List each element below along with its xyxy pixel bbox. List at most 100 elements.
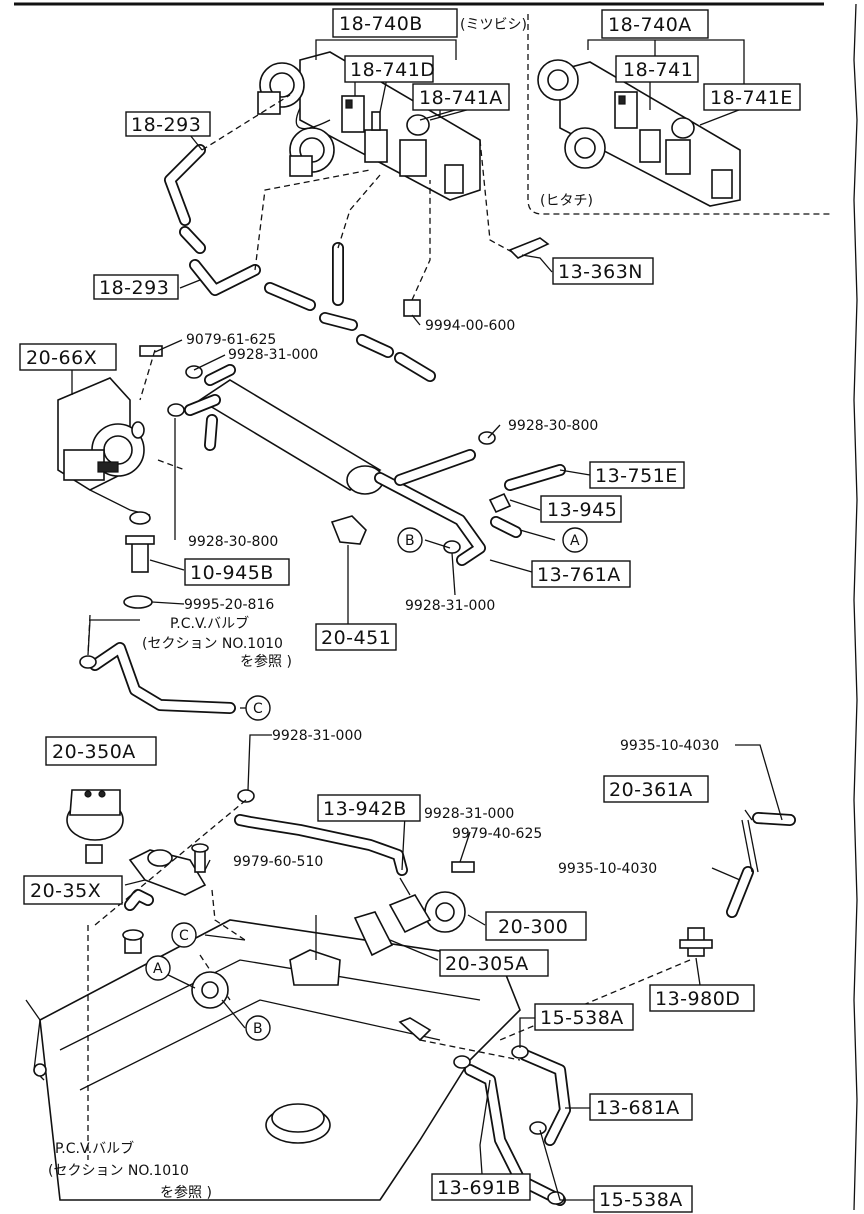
label-text: 13-751E (595, 465, 678, 487)
label-10-945b: 10-945B (184, 558, 290, 586)
label-18-741a: 18-741A (412, 83, 510, 111)
label-15-538a-top: 15-538A (534, 1003, 634, 1031)
label-text: 13-980D (655, 988, 740, 1010)
callout-c-lower: C (171, 922, 197, 948)
note-line: (セクション NO.1010 (48, 1163, 189, 1179)
label-text: 13-691B (437, 1177, 521, 1199)
label-text: 18-741A (419, 87, 503, 109)
pcv-note-upper: P.C.V.バルブ (セクション NO.1010 を参照 ) (142, 615, 292, 670)
label-text: 20-361A (609, 779, 693, 801)
label-20-305a: 20-305A (439, 949, 549, 977)
label-text: 18-293 (131, 114, 201, 136)
note-line: (セクション NO.1010 (142, 636, 283, 652)
callout-b-lower: B (245, 1015, 271, 1041)
hitachi-note: (ヒタチ) (540, 193, 593, 209)
label-20-451: 20-451 (315, 623, 397, 651)
label-text: 20-66X (26, 347, 97, 369)
callout-a-lower: A (145, 955, 171, 981)
leader-lines (71, 12, 783, 1201)
bottom-hoses (87, 789, 796, 1206)
label-9928-31-000-b: 9928-31-000 (405, 598, 495, 614)
engine-head (25, 915, 521, 1201)
label-text: 20-451 (321, 627, 391, 649)
label-text: 13-761A (537, 564, 621, 586)
label-20-361a: 20-361A (603, 775, 709, 803)
label-text: 20-35X (30, 880, 101, 902)
note-line: を参照 ) (240, 653, 292, 670)
label-text: 18-741E (710, 87, 793, 109)
label-18-740b: 18-740B (ミツビシ) (332, 8, 527, 38)
label-text: 20-305A (445, 953, 529, 975)
label-18-293-lower: 18-293 (93, 274, 179, 300)
note-line: を参照 ) (160, 1184, 212, 1201)
label-18-740a: 18-740A (601, 9, 709, 39)
callout-letter: B (405, 533, 415, 549)
label-18-293-top: 18-293 (125, 111, 211, 137)
label-9935-10-4030-b: 9935-10-4030 (558, 861, 657, 877)
pcv-note-lower: P.C.V.バルブ (セクション NO.1010 を参照 ) (48, 1140, 212, 1201)
label-9079-61-625: 9079-61-625 (186, 332, 276, 348)
label-13-363n: 13-363N (552, 257, 654, 285)
callout-letter: A (153, 961, 163, 977)
label-20-66x: 20-66X (19, 343, 117, 371)
label-9935-10-4030-a: 9935-10-4030 (620, 738, 719, 754)
label-text: 18-740B (339, 13, 423, 35)
label-text: 20-300 (498, 916, 568, 938)
label-18-741e: 18-741E (703, 83, 801, 111)
callout-c-upper: C (245, 695, 271, 721)
label-text: 20-350A (52, 741, 136, 763)
label-15-538a-bottom: 15-538A (593, 1185, 693, 1213)
note-line: P.C.V.バルブ (55, 1140, 134, 1157)
callout-a-upper: A (562, 527, 588, 553)
label-9928-31-000-a: 9928-31-000 (228, 347, 318, 363)
label-18-741d: 18-741D (344, 55, 435, 83)
label-9928-31-000-d: 9928-31-000 (424, 806, 514, 822)
idle-up-valve-20-300 (353, 861, 475, 957)
label-text: 18-741D (350, 59, 435, 81)
label-20-35x: 20-35X (23, 875, 123, 905)
label-9928-31-000-c: 9928-31-000 (272, 728, 362, 744)
label-20-350a: 20-350A (45, 736, 157, 766)
label-text: 13-681A (596, 1097, 680, 1119)
note-line: P.C.V.バルブ (170, 615, 249, 632)
label-9928-30-800-b: 9928-30-800 (188, 534, 278, 550)
label-text: 15-538A (540, 1007, 624, 1029)
hitachi-solenoid-assembly (527, 14, 830, 215)
callout-letter: C (179, 928, 189, 944)
label-text: 13-363N (558, 261, 643, 283)
air-pipe-assembly (167, 364, 566, 566)
label-9995-20-816: 9995-20-816 (184, 597, 274, 613)
label-20-300: 20-300 (485, 911, 587, 941)
label-13-751e: 13-751E (589, 461, 685, 489)
mitsubishi-solenoid-assembly (257, 39, 481, 201)
label-13-681a: 13-681A (589, 1093, 693, 1121)
right-edge-border (853, 3, 858, 1211)
label-18-741: 18-741 (615, 55, 699, 83)
callout-letter: C (253, 701, 263, 717)
label-13-942b: 13-942B (317, 794, 421, 822)
label-text: 10-945B (190, 562, 274, 584)
clip-20-451 (330, 515, 367, 625)
label-9928-30-800-a: 9928-30-800 (508, 418, 598, 434)
label-text: 18-740A (608, 14, 692, 36)
label-9979-40-625: 9979-40-625 (452, 826, 542, 842)
callout-letter: B (253, 1021, 263, 1037)
top-hoses (164, 94, 550, 382)
label-text: 18-293 (99, 277, 169, 299)
valve-20-350a (66, 789, 124, 864)
callout-b-upper: B (397, 527, 423, 553)
label-text: 13-945 (547, 499, 617, 521)
label-13-945: 13-945 (540, 495, 622, 523)
label-note: (ミツビシ) (460, 17, 527, 33)
label-13-691b: 13-691B (431, 1173, 531, 1201)
label-9994-00-600: 9994-00-600 (425, 318, 515, 334)
label-text: 18-741 (623, 59, 693, 81)
label-13-980d: 13-980D (649, 984, 755, 1012)
callout-letter: A (570, 533, 580, 549)
bracket-20-35x (128, 843, 209, 896)
label-9979-60-510: 9979-60-510 (233, 854, 323, 870)
label-text: 15-538A (599, 1189, 683, 1211)
vacuum-actuator-20-66x (57, 345, 186, 525)
label-text: 13-942B (323, 798, 407, 820)
